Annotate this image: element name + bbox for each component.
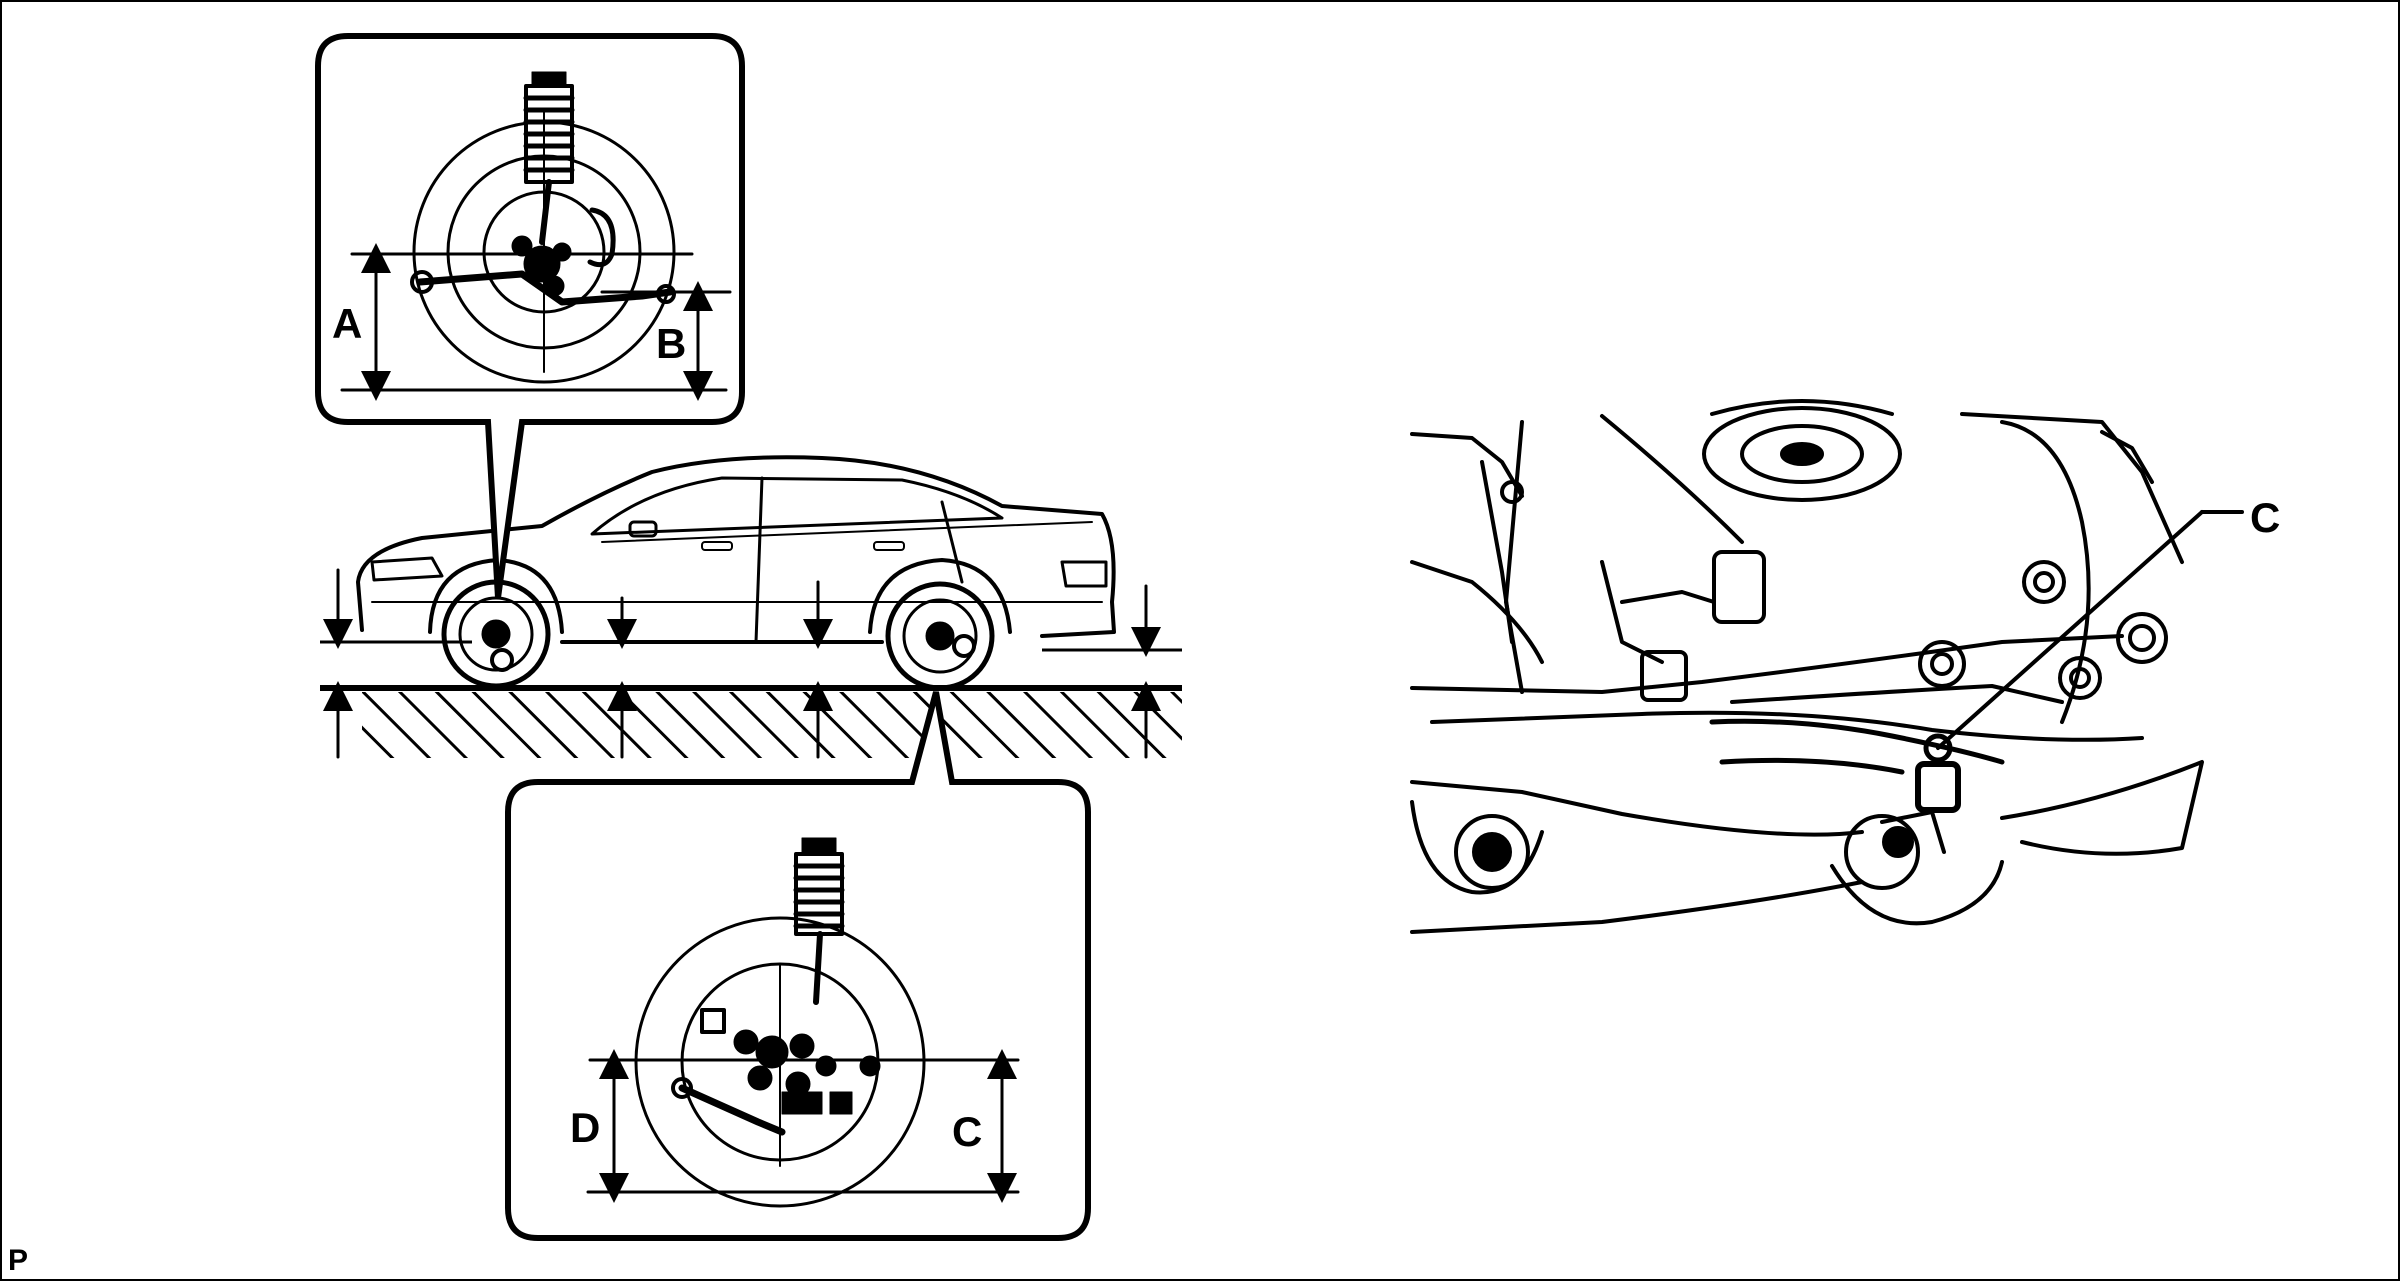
corner-mark: P <box>8 1244 28 1277</box>
label-front-a: A <box>332 300 362 347</box>
label-rear-c: C <box>952 1108 982 1155</box>
rear-suspension-underbody <box>1410 399 2244 934</box>
label-rear-d: D <box>570 1104 600 1151</box>
ground <box>320 640 1182 758</box>
rear-wheel <box>885 581 995 691</box>
car-side-view <box>356 455 1116 644</box>
ground-hatch <box>362 692 1182 758</box>
rear-detail-callout: D C <box>505 691 1091 1241</box>
height-arrows <box>323 568 1161 759</box>
front-detail-callout: A B <box>315 33 745 599</box>
label-front-b: B <box>656 320 686 367</box>
label-bolt-c: C <box>2250 494 2280 541</box>
